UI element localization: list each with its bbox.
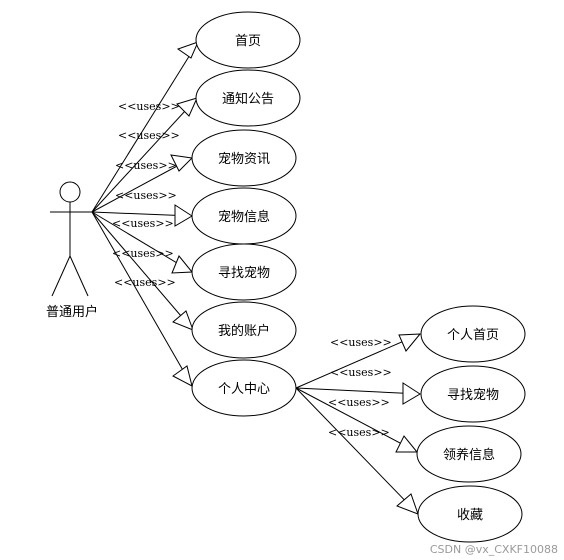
relation-line-personal-center [91, 211, 193, 387]
relation-line-favorites [295, 387, 419, 515]
use-case-notice [195, 69, 301, 127]
use-case-favorites [417, 485, 523, 543]
use-case-label-personal-center: 个人中心 [218, 382, 270, 397]
use-case-label-home: 首页 [235, 34, 261, 49]
actor-figure [50, 181, 92, 297]
arrowhead-pet-info [174, 204, 193, 227]
arrowhead-favorites [396, 493, 419, 515]
uses-label: <<uses>> [112, 247, 174, 260]
arrowhead-my-account [172, 310, 194, 331]
use-case-label-favorites: 收藏 [457, 508, 483, 523]
use-case-label-find-pet: 寻找宠物 [218, 265, 270, 281]
use-case-label-pet-info: 宠物信息 [218, 209, 270, 225]
relation-line-home [91, 41, 199, 213]
watermark: CSDN @vx_CXKF10088 [430, 543, 558, 556]
arrowhead-pet-info-news [170, 154, 194, 172]
arrowhead-notice [176, 97, 198, 117]
uses-label: <<uses>> [328, 426, 390, 439]
personal-center-relations [295, 333, 422, 515]
uses-label: <<uses>> [330, 366, 392, 379]
relation-line-find-pet-2 [295, 387, 421, 395]
use-case-label-pet-info-news: 宠物资讯 [218, 151, 270, 167]
uses-label: <<uses>> [114, 276, 176, 289]
actor-label: 普通用户 [46, 304, 98, 320]
use-case-find-pet [191, 243, 297, 301]
use-case-personal-home [420, 305, 526, 363]
arrowhead-home [176, 41, 199, 59]
use-case-adopt-info [416, 425, 522, 483]
use-case-label-notice: 通知公告 [222, 91, 274, 107]
use-case-home [195, 11, 301, 69]
uses-label: <<uses>> [118, 100, 180, 113]
actor-relations [91, 41, 199, 387]
actor-right-leg [69, 255, 89, 297]
use-case-label-personal-home: 个人首页 [447, 328, 499, 343]
relation-line-personal-home [295, 333, 421, 389]
use-case-pet-info-news [191, 129, 297, 187]
use-case-find-pet-2 [420, 365, 526, 423]
arrowhead-find-pet-2 [402, 382, 421, 405]
use-case-label-adopt-info: 领养信息 [443, 447, 495, 463]
relation-line-pet-info-news [91, 157, 193, 213]
uses-label: <<uses>> [115, 159, 177, 172]
uses-label: <<uses>> [330, 336, 392, 349]
arrowhead-find-pet [171, 255, 194, 274]
relation-line-notice [91, 97, 198, 213]
actor-left-leg [51, 255, 71, 297]
use-case-label-my-account: 我的账户 [218, 323, 270, 339]
relation-line-my-account [91, 211, 194, 331]
arrowhead-adopt-info [395, 435, 419, 453]
relation-line-adopt-info [295, 387, 418, 453]
uses-label: <<uses>> [328, 396, 390, 409]
arrowhead-personal-home [398, 333, 422, 352]
uses-label: <<uses>> [115, 189, 177, 202]
arrowhead-personal-center [172, 365, 193, 387]
uses-label: <<uses>> [112, 217, 174, 230]
relation-line-find-pet [91, 211, 193, 273]
use-case-my-account [191, 301, 297, 359]
use-case-label-find-pet-2: 寻找宠物 [447, 387, 499, 403]
actor-head [59, 181, 81, 203]
uses-label: <<uses>> [118, 129, 180, 142]
